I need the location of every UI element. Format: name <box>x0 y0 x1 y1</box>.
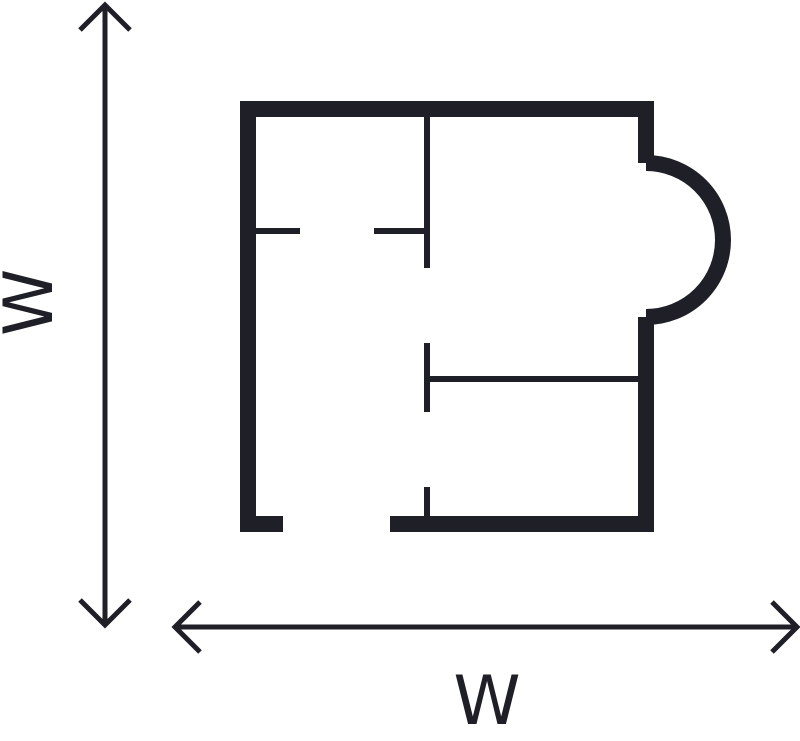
interior-walls <box>256 117 638 516</box>
outer-walls <box>240 101 731 532</box>
width-dimension-arrow <box>171 600 800 654</box>
height-label: W <box>0 269 69 336</box>
height-dimension-arrow <box>78 1 132 629</box>
width-label: W <box>453 662 521 741</box>
